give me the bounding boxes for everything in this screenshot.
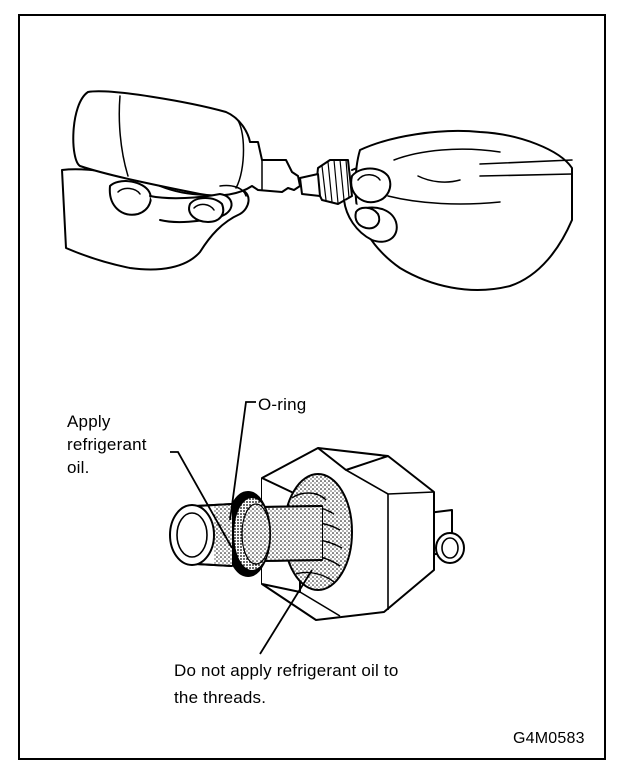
right-thumb [350,167,392,204]
apply-oil-label-line3: oil. [67,458,90,477]
leader-threads [259,569,313,655]
threads-warning-label: Do not apply refrigerant oil to the thre… [174,657,399,711]
apply-oil-label-line1: Apply [67,412,111,431]
threads-warning-line1: Do not apply refrigerant oil to [174,661,399,680]
apply-oil-label-line2: refrigerant [67,435,147,454]
figure-code: G4M0583 [513,730,585,747]
leader-lines [170,401,313,655]
threads-warning-line2: the threads. [174,688,267,707]
oil-application-illustration [61,90,573,291]
right-hand [354,129,573,291]
oil-bottle [72,90,301,197]
leader-oring [229,401,256,521]
fitting-cutaway-diagram [169,447,465,621]
leader-apply-oil [170,451,233,549]
apply-oil-label: Apply refrigerant oil. [67,410,147,479]
o-ring-label: O-ring [258,395,307,414]
